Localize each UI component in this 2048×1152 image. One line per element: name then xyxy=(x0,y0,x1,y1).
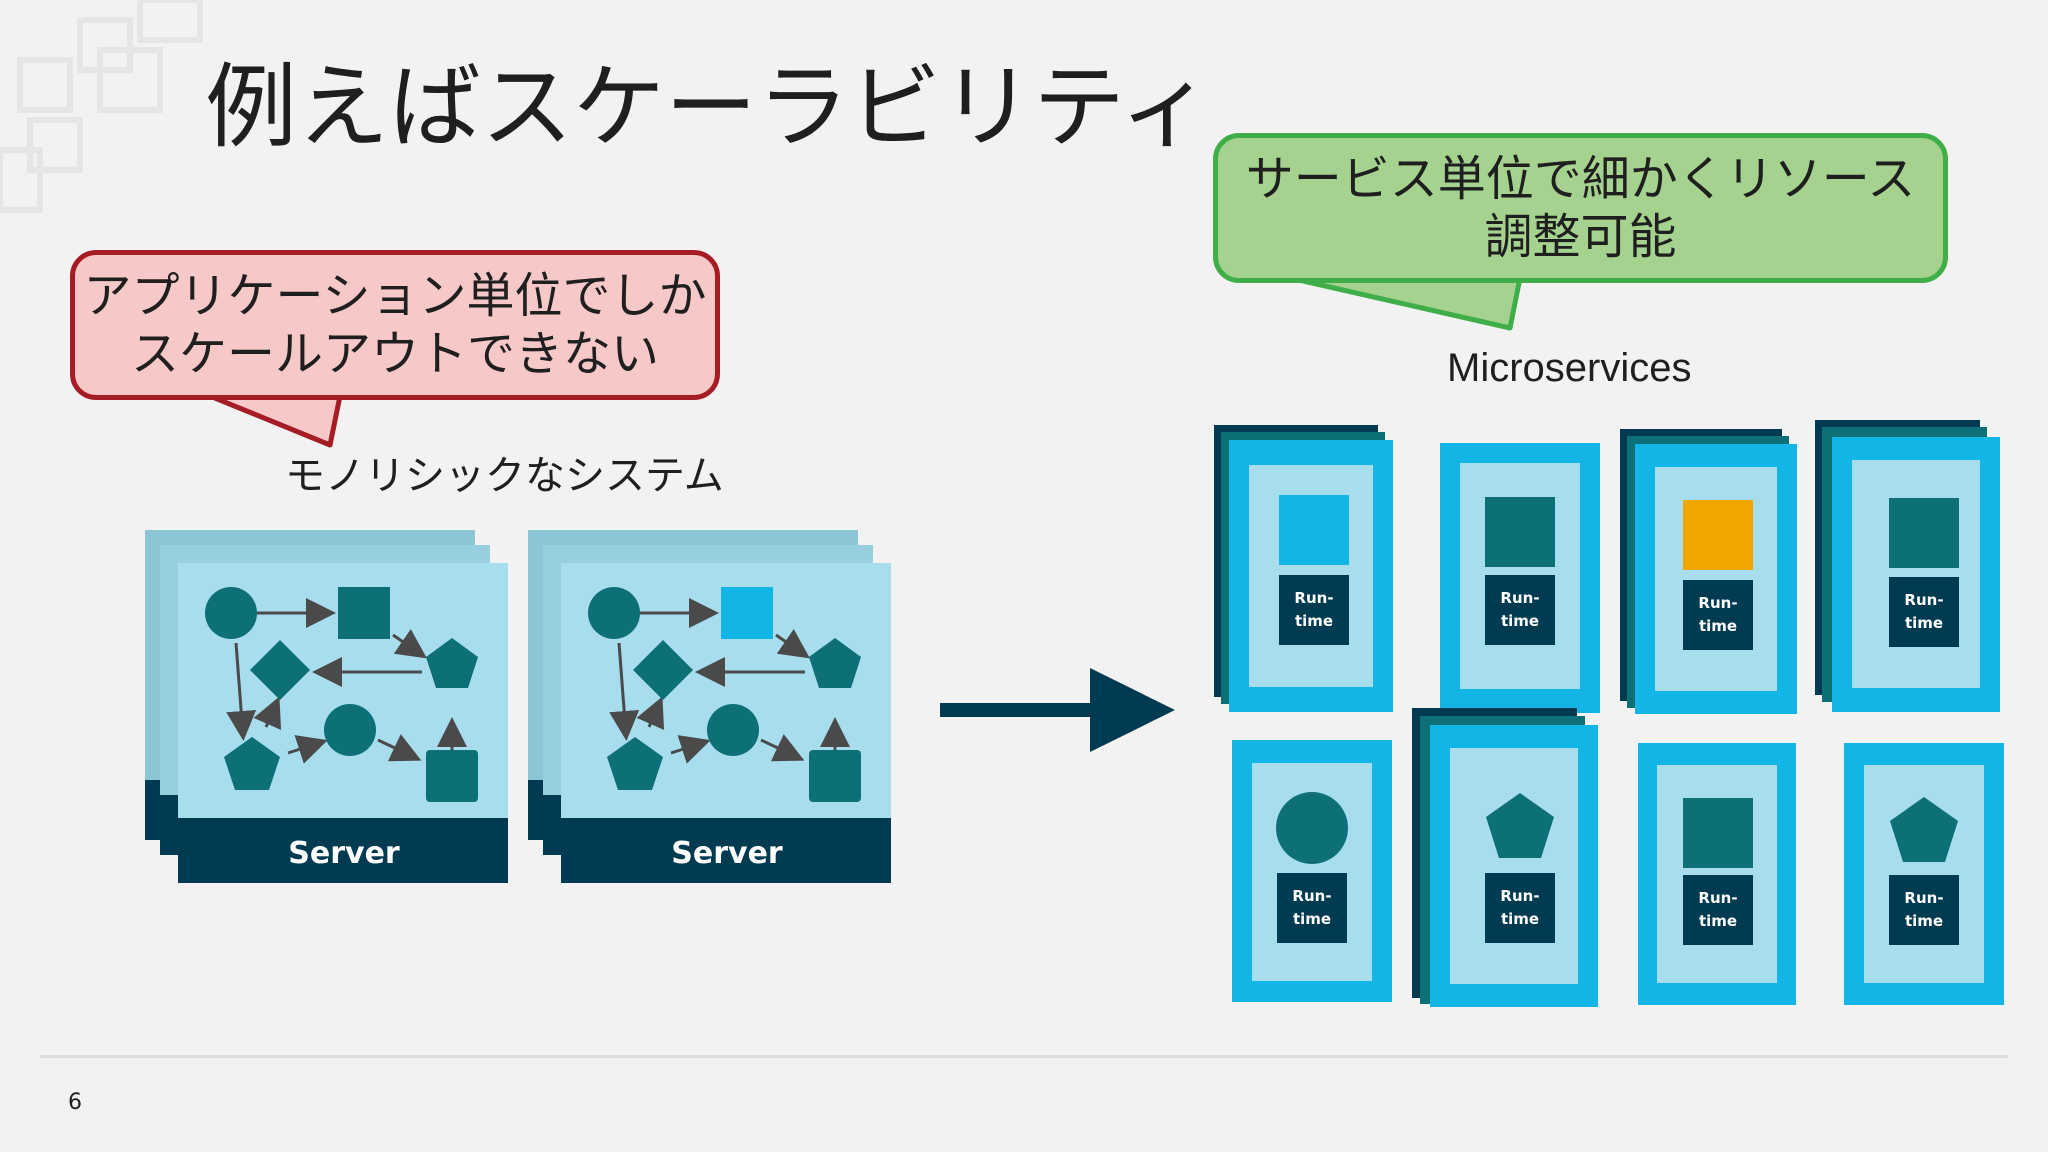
svg-text:time: time xyxy=(1501,910,1539,928)
svg-text:Run-: Run- xyxy=(1698,889,1737,907)
monolith-servers: Server Server xyxy=(140,525,900,895)
callout-monolith-line1: アプリケーション単位でしか xyxy=(83,268,707,324)
callout-microservices: サービス単位で細かくリソース 調整可能 xyxy=(1213,133,1948,283)
microservice-8: Run- time xyxy=(1844,743,2004,1005)
microservices-label: Microservices xyxy=(1447,346,1692,390)
service-circle-icon xyxy=(1276,792,1348,864)
svg-text:Run-: Run- xyxy=(1500,589,1539,607)
runtime-box xyxy=(1485,873,1555,943)
runtime-box xyxy=(1279,575,1349,645)
microservice-3: Run- time xyxy=(1620,429,1797,714)
monolith-label: モノリシックなシステム xyxy=(285,453,724,499)
microservice-6: Run- time xyxy=(1412,708,1598,1007)
service-square-icon xyxy=(1889,498,1959,568)
service-pentagon-icon xyxy=(1486,793,1554,858)
runtime-box xyxy=(1889,577,1959,647)
service-square-icon xyxy=(1683,798,1753,868)
transition-arrow xyxy=(940,668,1175,752)
svg-text:time: time xyxy=(1905,912,1943,930)
runtime-box xyxy=(1683,875,1753,945)
callout-monolith-line2: スケールアウトできない xyxy=(130,326,659,382)
slide-title: 例えばスケーラビリティ xyxy=(205,54,1212,161)
svg-text:Run-: Run- xyxy=(1292,887,1331,905)
server-1-square-service xyxy=(338,587,390,639)
svg-text:Run-: Run- xyxy=(1904,591,1943,609)
svg-text:time: time xyxy=(1905,614,1943,632)
microservices-grid: Run- time Run- time Run- time Run- time xyxy=(1214,420,2004,1007)
microservice-4: Run- time xyxy=(1815,420,2000,712)
runtime-box xyxy=(1683,580,1753,650)
service-pentagon-icon xyxy=(1890,797,1958,862)
runtime-box xyxy=(1889,875,1959,945)
service-square-icon xyxy=(1683,500,1753,570)
microservice-1: Run- time xyxy=(1214,425,1393,712)
callout-micro-line2: 調整可能 xyxy=(1484,209,1677,265)
server-1-label: Server xyxy=(288,836,400,871)
microservice-7: Run- time xyxy=(1638,743,1796,1005)
footer-divider xyxy=(40,1055,2008,1058)
svg-text:Run-: Run- xyxy=(1698,594,1737,612)
service-square-icon xyxy=(1485,497,1555,567)
microservice-2: Run- time xyxy=(1440,443,1600,713)
runtime-box xyxy=(1277,873,1347,943)
svg-text:time: time xyxy=(1293,910,1331,928)
service-square-icon xyxy=(1279,495,1349,565)
svg-text:time: time xyxy=(1699,912,1737,930)
page-number: 6 xyxy=(68,1090,82,1115)
svg-text:Run-: Run- xyxy=(1294,589,1333,607)
server-block-1: Server xyxy=(145,530,508,883)
callout-micro-line1: サービス単位で細かくリソース xyxy=(1245,151,1916,207)
server-block-2: Server xyxy=(528,530,891,883)
server-2-square-service xyxy=(721,587,773,639)
corner-pattern-decoration xyxy=(0,0,203,213)
svg-text:Run-: Run- xyxy=(1500,887,1539,905)
svg-text:time: time xyxy=(1501,612,1539,630)
svg-text:time: time xyxy=(1699,617,1737,635)
callout-monolith: アプリケーション単位でしか スケールアウトできない xyxy=(70,250,720,400)
runtime-box xyxy=(1485,575,1555,645)
svg-text:time: time xyxy=(1295,612,1333,630)
microservice-5: Run- time xyxy=(1232,740,1392,1002)
server-2-label: Server xyxy=(671,836,783,871)
svg-text:Run-: Run- xyxy=(1904,889,1943,907)
